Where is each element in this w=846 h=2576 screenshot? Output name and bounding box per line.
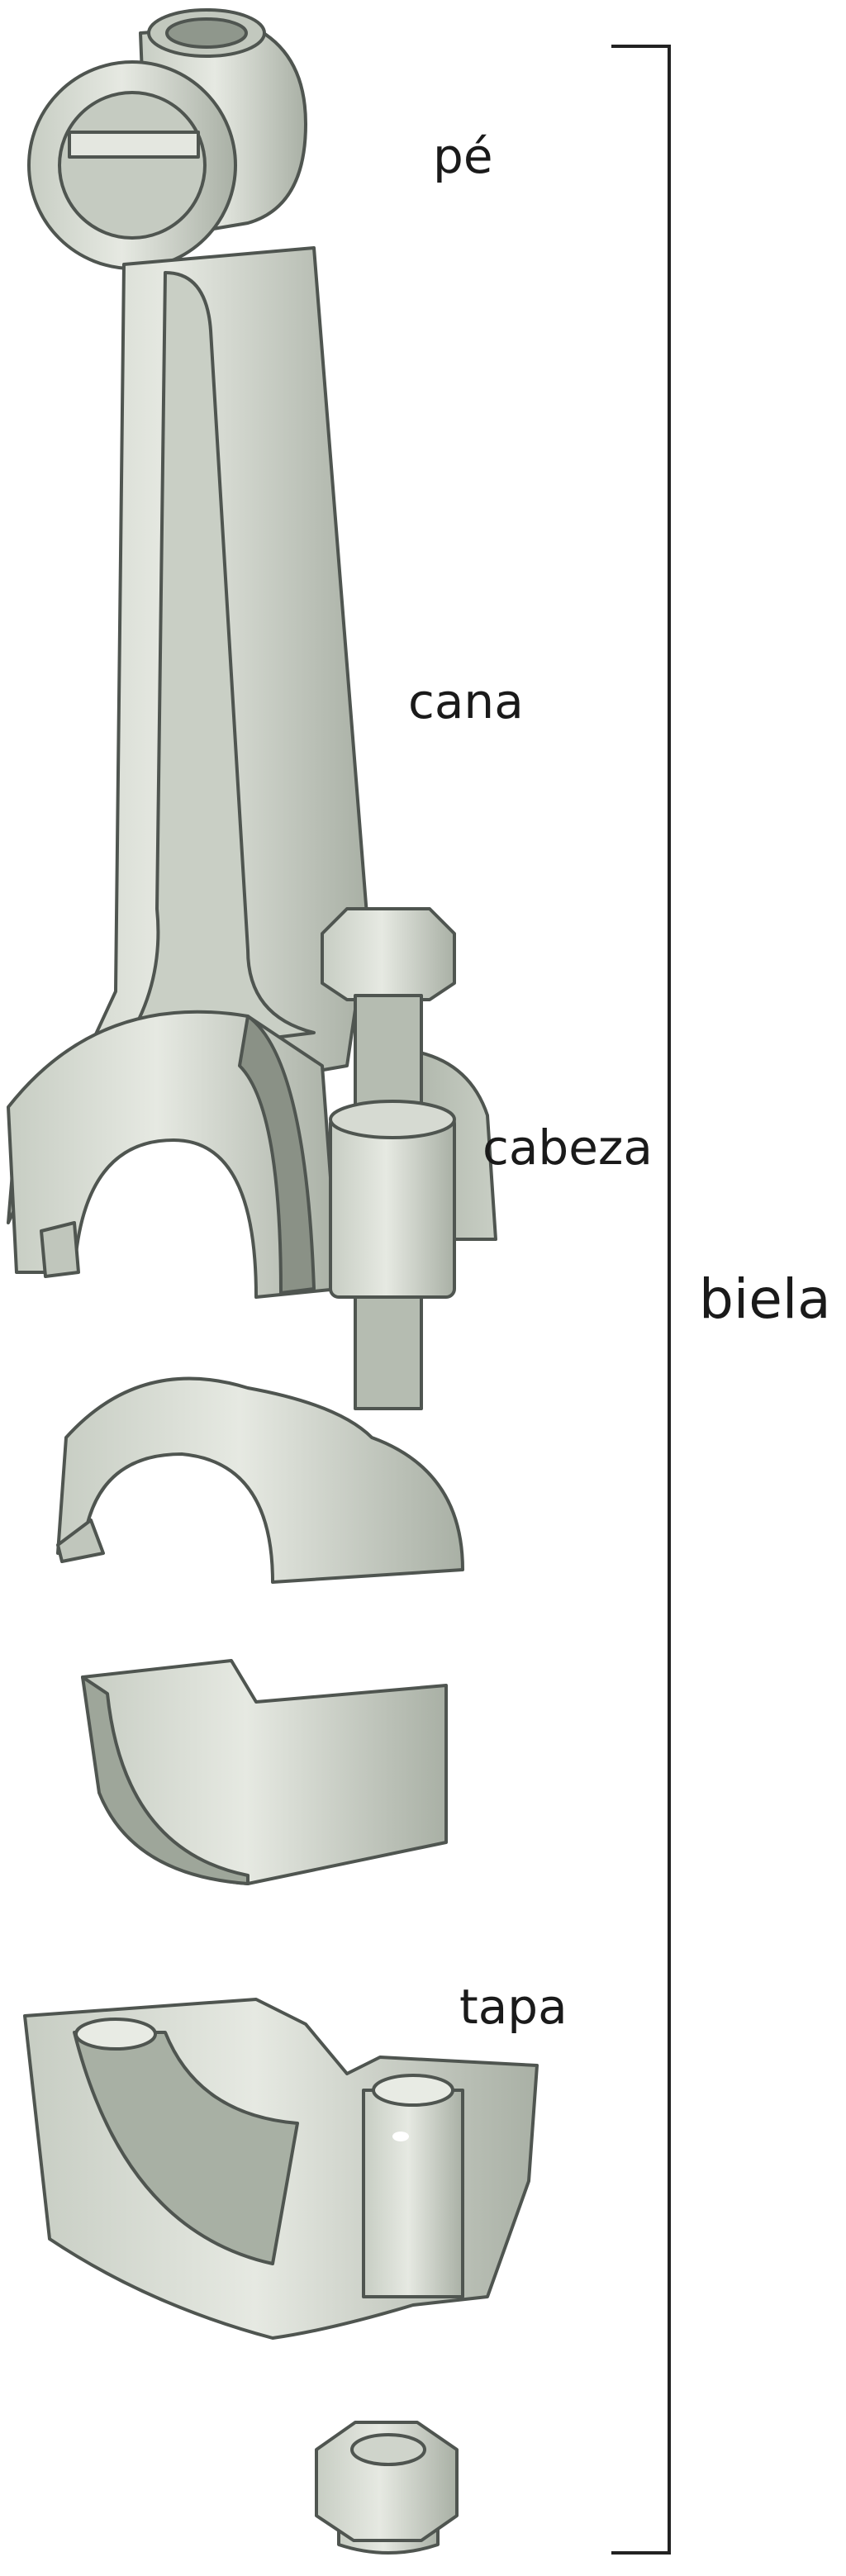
bearing-shell — [81, 1659, 448, 1885]
nut — [315, 2421, 459, 2555]
cap — [23, 1998, 539, 2340]
label-rod: biela — [699, 1267, 831, 1331]
bolt — [321, 907, 456, 1410]
bracket-line — [611, 45, 671, 2555]
small-end — [27, 8, 307, 270]
label-shank: cana — [408, 673, 524, 730]
label-cap: tapa — [459, 1979, 568, 2035]
label-head: cabeza — [482, 1119, 653, 1176]
lower-half — [56, 1376, 464, 1584]
label-foot: pé — [433, 128, 493, 184]
